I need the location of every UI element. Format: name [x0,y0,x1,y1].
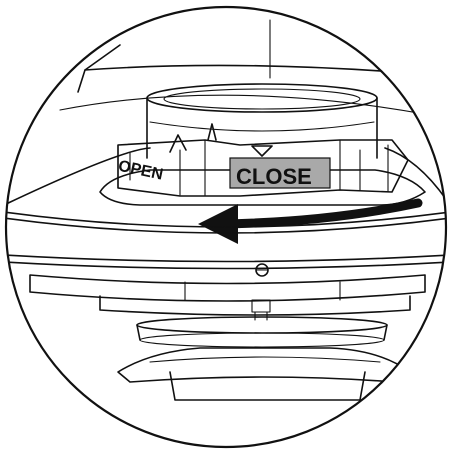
latch-tab [251,299,271,313]
appliance-illustration: OPEN CLOSE [6,19,446,401]
lid-dome [6,147,151,206]
rotate-direction-arrow [198,198,423,244]
base-ring [29,274,426,302]
locking-ring-band [117,123,409,197]
bottom-collar [136,316,388,348]
close-label: CLOSE [236,164,312,189]
cylinder-knob [146,83,378,159]
center-screw [255,263,269,277]
lower-skirt [99,295,411,316]
knob-flange [99,169,426,206]
close-label-plate [229,157,331,189]
notch-marker [251,145,273,157]
body-rim [6,211,446,228]
